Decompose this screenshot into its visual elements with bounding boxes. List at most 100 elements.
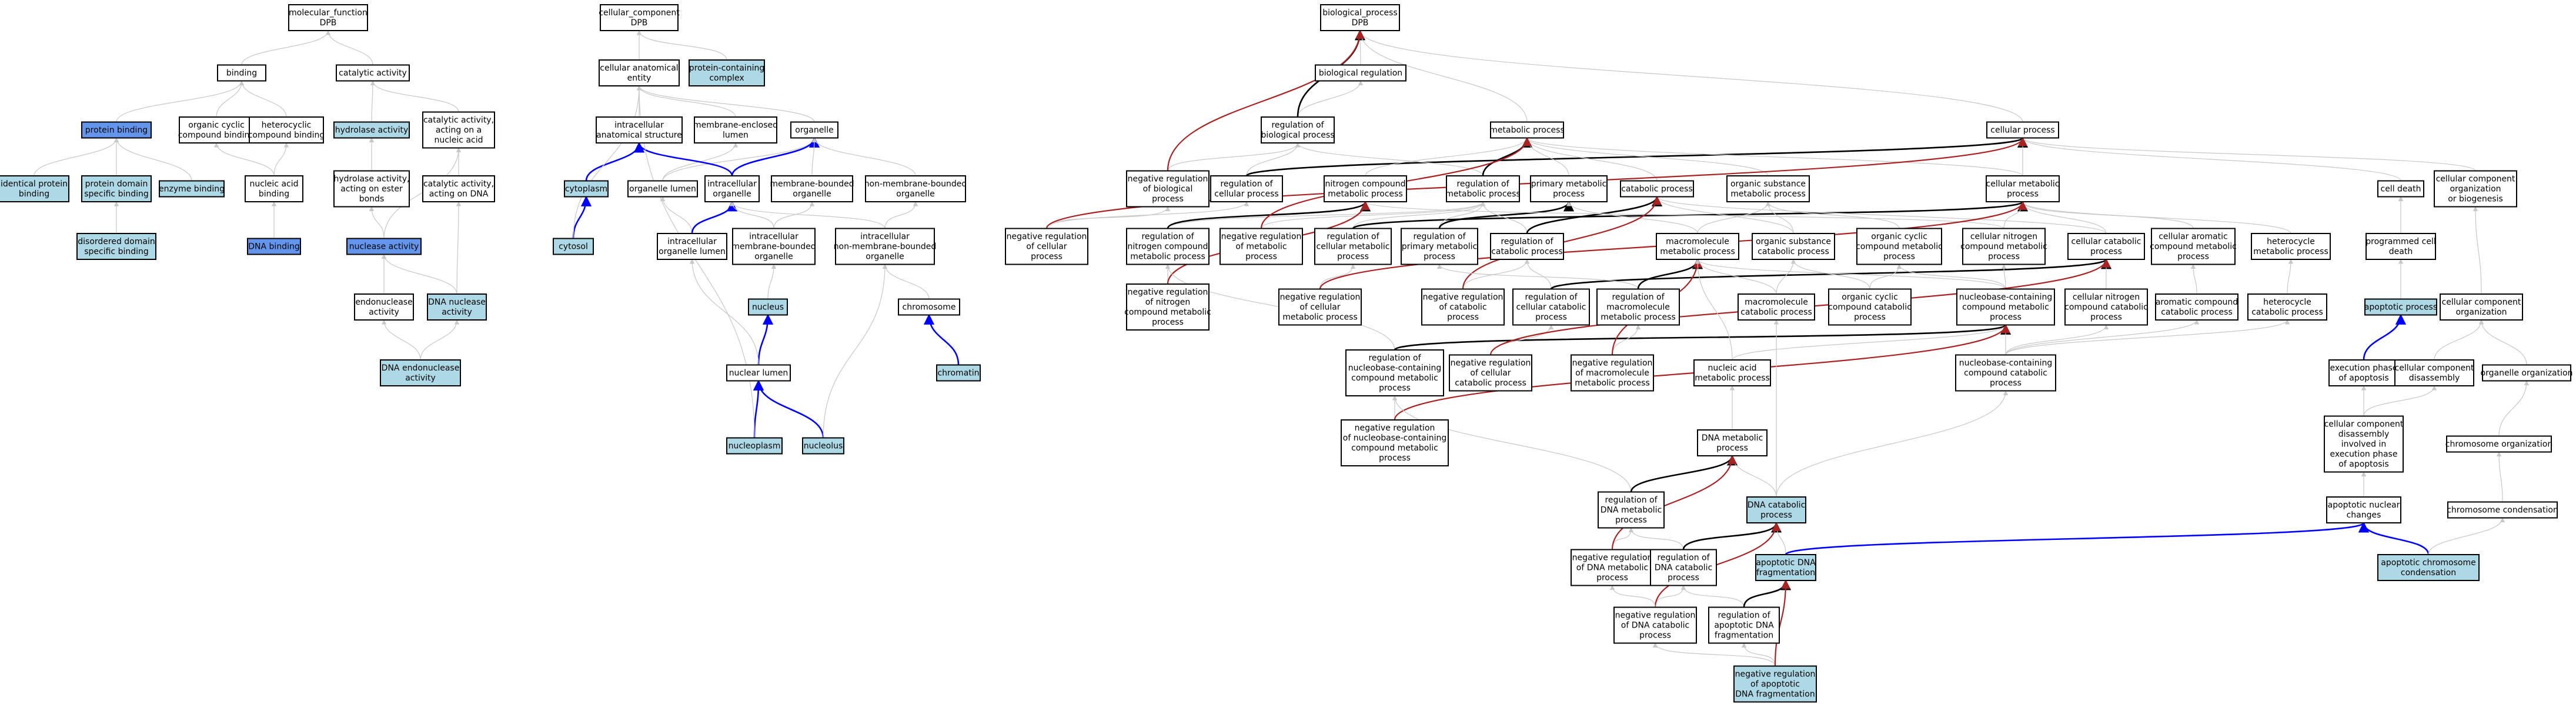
go-term-node[interactable]: apoptotic process [2364,298,2437,316]
go-term-node[interactable]: enzyme binding [159,180,225,198]
go-term-node[interactable]: organelle lumen [627,180,698,198]
go-term-node[interactable]: nucleolus [802,437,844,455]
go-term-node[interactable]: cellular process [1986,121,2059,139]
go-term-node[interactable]: metabolic process [1489,121,1565,139]
go-term-node[interactable]: cytoplasm [564,180,609,198]
go-term-node[interactable]: binding [217,64,266,82]
go-term-node[interactable]: regulation ofnucleobase-containingcompou… [1345,349,1444,396]
go-term-node[interactable]: intracellularnon-membrane-boundedorganel… [834,228,937,265]
go-term-node[interactable]: biological regulation [1315,64,1406,82]
go-term-node[interactable]: chromosome [898,298,960,316]
go-term-node[interactable]: chromatin [936,364,981,382]
go-term-node[interactable]: catalytic activity,acting on DNA [422,175,495,202]
go-term-node[interactable]: nuclease activity [346,238,422,255]
go-term-node[interactable]: chromosome organization [2445,435,2552,453]
go-term-node[interactable]: catalytic activity [336,64,410,82]
go-term-node[interactable]: DNA binding [247,238,301,255]
go-term-node[interactable]: chromosome condensation [2447,501,2558,519]
go-term-node[interactable]: protein binding [81,121,152,139]
go-term-node[interactable]: hydrolase activity [333,121,410,139]
go-term-node[interactable]: nuclear lumen [726,364,791,382]
go-term-node[interactable]: organelle [790,121,838,139]
go-term-node[interactable]: organelle organization [2481,364,2573,382]
go-term-node[interactable]: cytosol [553,238,594,255]
go-term-node[interactable]: nucleus [748,298,788,316]
